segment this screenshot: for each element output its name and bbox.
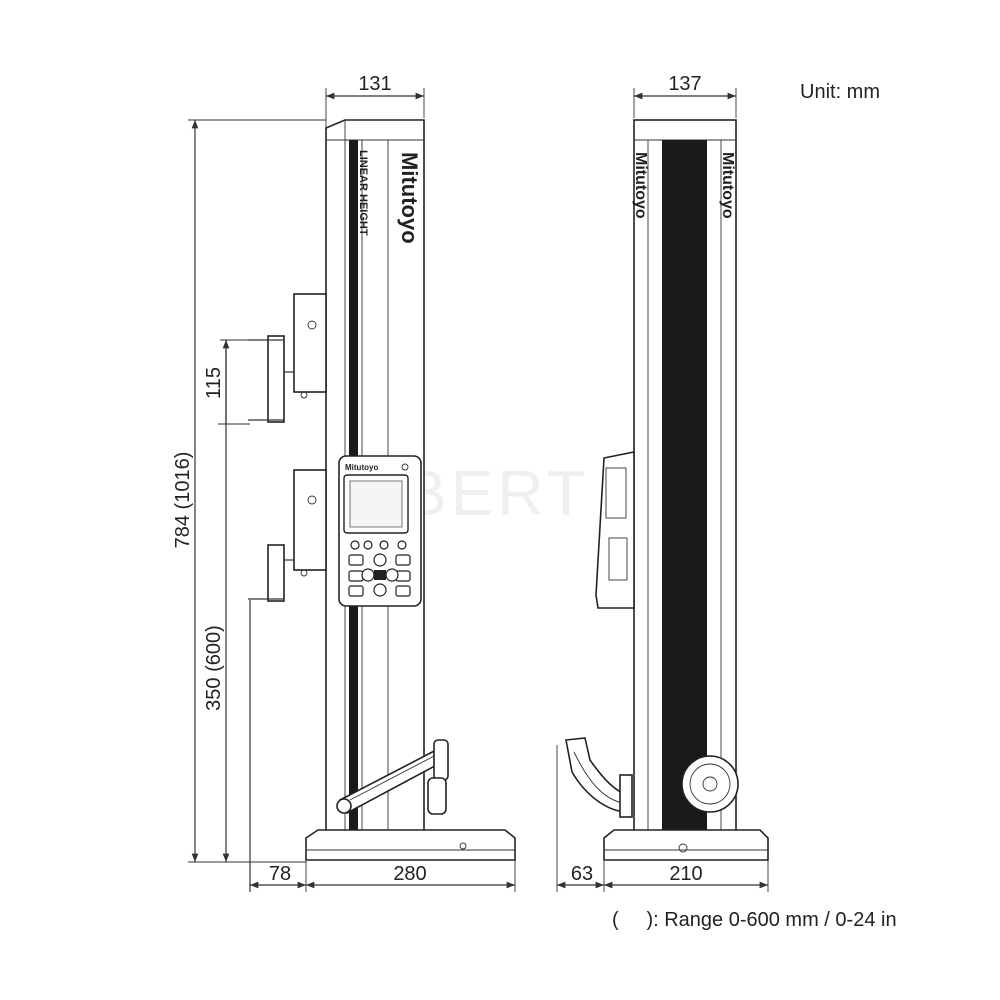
left-view: Mitutoyo LINEAR HEIGHT Mitutoyo <box>248 119 516 861</box>
range-footnote: ( ): Range 0-600 mm / 0-24 in <box>612 909 897 931</box>
dim-right-base: 210 <box>669 863 702 885</box>
right-view: Mitutoyo Mitutoyo <box>565 119 769 861</box>
dim-left-offset: 78 <box>269 863 291 885</box>
unit-label: Unit: mm <box>800 81 880 103</box>
keypad <box>348 540 411 597</box>
dim-right-offset: 63 <box>571 863 593 885</box>
display-brand: Mitutoyo <box>345 463 378 472</box>
maker-logo-left: Mitutoyo <box>397 152 422 244</box>
dim-range-height: 350 (600) <box>203 625 225 711</box>
maker-logo-right-2: Mitutoyo <box>719 152 736 219</box>
dim-left-base: 280 <box>393 863 426 885</box>
dim-right-width: 137 <box>668 73 701 95</box>
dim-bracket-height: 115 <box>203 367 225 399</box>
maker-logo-right-1: Mitutoyo <box>632 152 649 219</box>
dimension-lines <box>188 88 769 892</box>
dim-total-height: 784 (1016) <box>172 452 194 549</box>
dim-left-width: 131 <box>358 73 391 95</box>
product-label: LINEAR HEIGHT <box>357 150 369 236</box>
